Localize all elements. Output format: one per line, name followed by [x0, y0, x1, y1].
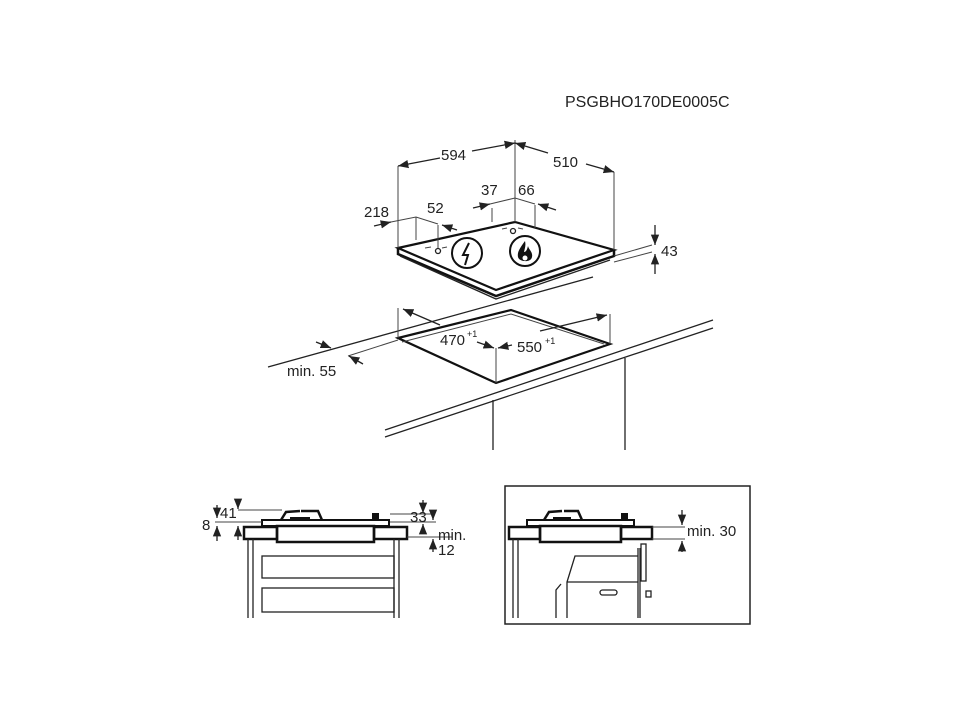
hob-edge	[396, 248, 616, 298]
electric-bolt-icon	[451, 237, 483, 269]
dim-width: 594	[441, 147, 466, 164]
worktop-front-edge	[384, 319, 714, 438]
gas-flame-icon	[509, 235, 541, 267]
oven-view-frame	[504, 485, 751, 625]
dim-218: 218	[364, 204, 389, 221]
dim-cutout-depth-tolerance: +1	[467, 329, 477, 339]
dim-depth: 510	[553, 154, 578, 171]
cabinet-sides	[492, 358, 626, 450]
dim-cutout-depth: 470	[440, 332, 465, 349]
hob-isometric: 594 510 218 52 37 66 43 470 +1 550	[267, 140, 714, 450]
dim-min-front-gap: min. 55	[287, 363, 336, 380]
side-view-drawers: 8 41 33 min. 12	[202, 498, 466, 618]
dim-52: 52	[427, 200, 444, 217]
dim-min-30: min. 30	[687, 523, 736, 540]
dim-8: 8	[202, 517, 210, 534]
drawing-code: PSGBHO170DE0005C	[565, 94, 730, 111]
dim-min-12: 12	[438, 542, 455, 559]
dim-33: 33	[410, 509, 427, 526]
oven-knob	[645, 590, 652, 598]
dim-41: 41	[220, 505, 237, 522]
dim-66: 66	[518, 182, 535, 199]
dim-min-label: min.	[438, 527, 466, 544]
dim-height: 43	[661, 243, 678, 260]
dim-37: 37	[481, 182, 498, 199]
oven-handle	[599, 589, 618, 596]
worktop-back-edge	[267, 276, 594, 368]
dim-cutout-width-tolerance: +1	[545, 336, 555, 346]
side-view-oven: min. 30	[504, 485, 751, 625]
dim-cutout-width: 550	[517, 339, 542, 356]
